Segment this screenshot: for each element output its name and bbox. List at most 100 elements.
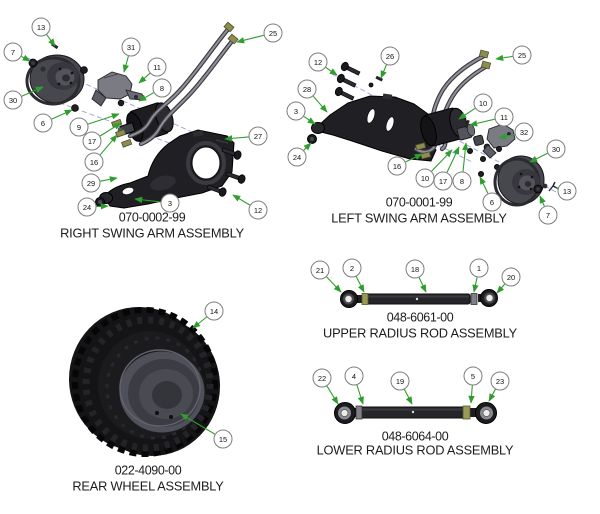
callout-balloon [512,45,532,65]
callout-8: 8 [452,142,472,191]
leader-arrow [479,176,489,194]
callout-21: 21 [310,260,342,293]
callout-23: 23 [488,371,510,402]
brake-caliper [91,71,145,107]
callout-balloon [3,90,23,110]
radius-rod [362,293,471,305]
lug-nuts [466,145,502,177]
callout-balloon [84,152,104,172]
callout-number: 3 [168,199,172,208]
leader-arrow [462,142,469,172]
callout-number: 7 [546,211,550,220]
right-ball-joint [470,289,498,307]
callout-number: 3 [294,107,298,116]
leader-arrow [100,176,118,183]
callout-balloon [342,258,362,278]
callout-balloon [501,267,521,287]
part-number: 048-6064-00 [382,429,449,443]
callout-number: 2 [350,264,354,273]
callout-balloon [452,171,472,191]
callout-number: 4 [352,372,356,381]
callout-number: 31 [127,43,135,52]
callout-balloon [463,366,483,386]
callout-number: 29 [87,179,95,188]
callout-balloon [310,260,330,280]
callout-6: 6 [33,109,73,133]
leader-arrow [303,115,316,125]
callout-number: 9 [77,123,81,132]
callout-balloon [380,46,400,66]
callout-balloon [514,122,534,142]
callout-20: 20 [496,267,521,294]
leader-arrow [458,107,476,120]
callout-number: 18 [411,265,419,274]
leader-arrow [498,133,515,140]
leader-arrow [355,276,365,293]
callout-balloon [69,117,89,137]
leader-arrow [469,118,495,127]
leader-arrow [356,384,364,405]
callout-number: 6 [41,119,45,128]
callout-7: 7 [538,195,558,225]
assembly-title: LOWER RADIUS ROD ASSEMBLY [317,442,514,457]
callout-balloon [308,52,328,72]
callout-balloon [147,57,167,77]
wheel-rim [118,349,206,434]
leader-arrow [496,283,506,294]
callout-18: 18 [405,259,427,293]
callout-balloon [263,23,283,43]
callout-31: 31 [121,37,141,73]
callout-balloon [405,259,425,279]
leader-arrow [134,196,161,203]
callout-10: 10 [415,149,453,188]
callout-number: 23 [496,377,504,386]
leader-arrow [232,194,251,206]
callout-balloon [390,371,410,391]
callout-number: 16 [393,162,401,171]
left-ball-joint [334,402,363,424]
callout-32: 32 [498,122,534,142]
callout-24: 24 [77,197,109,217]
callout-balloon [204,301,224,321]
callout-11: 11 [469,107,514,127]
callout-number: 24 [293,153,301,162]
callout-number: 20 [507,273,515,282]
leader-arrow [180,413,216,435]
leader-arrow [529,152,548,163]
part-number: 070-0001-99 [386,195,453,209]
callout-number: 25 [269,29,277,38]
leader-arrow [303,142,312,151]
callout-balloon [490,371,510,391]
callout-balloon [213,429,233,449]
callout-number: 5 [471,372,475,381]
callout-number: 16 [90,158,98,167]
callout-number: 24 [83,203,91,212]
callout-number: 28 [303,85,311,94]
callout-number: 8 [160,84,164,93]
callout-balloon [77,197,97,217]
leader-arrow [51,109,73,120]
callout-balloon [538,205,558,225]
callout-number: 19 [396,377,404,386]
callout-number: 10 [421,174,429,183]
callout-number: 13 [37,23,45,32]
assembly-title: RIGHT SWING ARM ASSEMBLY [60,225,245,240]
callout-16: 16 [84,134,118,172]
callout-balloon [546,139,566,159]
callout-number: 11 [500,113,508,122]
callout-balloon [387,156,407,176]
callout-number: 7 [11,48,15,57]
callout-balloon [286,101,306,121]
leader-arrow [380,64,387,79]
callout-13: 13 [555,181,577,201]
callout-balloon [81,173,101,193]
leader-arrow [46,34,56,47]
callout-number: 15 [219,435,227,444]
leader-arrow [21,86,44,97]
